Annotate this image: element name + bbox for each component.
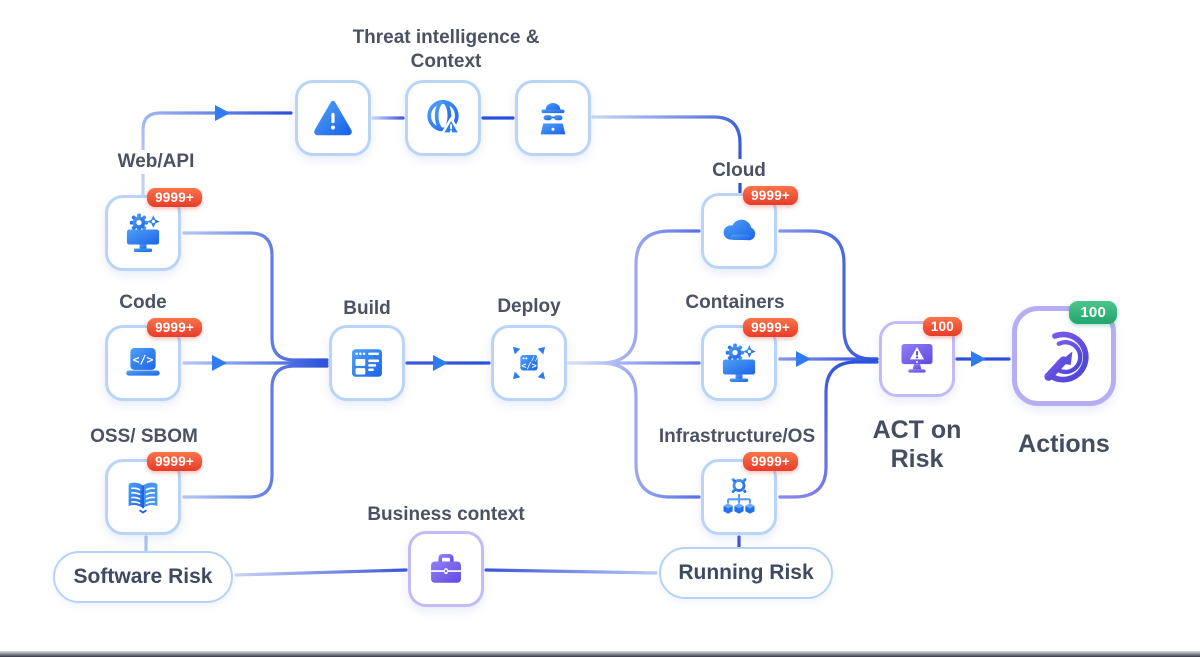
- code-laptop-icon: [120, 340, 166, 386]
- node-label-build: Build: [338, 297, 396, 321]
- node-label-deploy: Deploy: [492, 295, 566, 319]
- node-label-act-on-risk: ACT on Risk: [872, 416, 962, 473]
- bottom-edge-shadow: [0, 651, 1200, 657]
- node-cloud[interactable]: 9999+: [701, 186, 798, 269]
- node-threat-globe[interactable]: [405, 80, 481, 156]
- node-label-cloud: Cloud: [707, 159, 771, 183]
- node-label-infrastructure-os: Infrastructure/OS: [653, 425, 821, 449]
- software-risk-pill[interactable]: Software Risk: [53, 551, 233, 603]
- cloud-icon: [716, 208, 762, 254]
- monitor-alert-icon: [894, 336, 940, 382]
- node-actions[interactable]: 100: [1012, 301, 1117, 406]
- open-book-icon: [120, 474, 166, 520]
- gear-nodes-icon: [716, 474, 762, 520]
- globe-alert-icon: [420, 95, 466, 141]
- node-label-code: Code: [114, 291, 172, 315]
- alert-count-badge: 100: [922, 317, 962, 336]
- node-threat-spy[interactable]: [515, 80, 591, 156]
- node-act-on-risk[interactable]: 100: [879, 317, 962, 397]
- deploy-window-icon: [506, 340, 552, 386]
- browser-window-icon: [344, 340, 390, 386]
- node-label-web-api: Web/API: [112, 150, 200, 174]
- briefcase-icon: [423, 546, 469, 592]
- threat-group-title: Threat intelligence & Context: [301, 26, 591, 74]
- warning-triangle-icon: [310, 95, 356, 141]
- alert-count-badge: 9999+: [743, 452, 798, 471]
- alert-count-badge: 9999+: [147, 452, 202, 471]
- node-label-business-context: Business context: [362, 503, 530, 527]
- software-risk-label: Software Risk: [73, 565, 213, 588]
- alert-count-badge: 9999+: [743, 318, 798, 337]
- node-infrastructure-os[interactable]: 9999+: [701, 452, 798, 535]
- success-count-badge: 100: [1069, 301, 1117, 324]
- alert-count-badge: 9999+: [743, 186, 798, 205]
- node-web-api[interactable]: 9999+: [105, 188, 202, 271]
- hacker-icon: [530, 95, 576, 141]
- running-risk-pill[interactable]: Running Risk: [659, 547, 833, 599]
- node-oss-sbom[interactable]: 9999+: [105, 452, 202, 535]
- node-code[interactable]: 9999+: [105, 318, 202, 401]
- node-deploy[interactable]: [491, 325, 567, 401]
- monitor-gears-icon: [120, 210, 166, 256]
- node-threat-warning[interactable]: [295, 80, 371, 156]
- node-business-context[interactable]: [408, 531, 484, 607]
- node-containers[interactable]: 9999+: [701, 318, 798, 401]
- node-label-oss-sbom: OSS/ SBOM: [85, 425, 203, 449]
- running-risk-label: Running Risk: [678, 561, 814, 584]
- alert-count-badge: 9999+: [147, 188, 202, 207]
- monitor-gears-icon: [716, 340, 762, 386]
- node-label-actions: Actions: [1018, 430, 1110, 458]
- click-circle-icon: [1033, 325, 1095, 387]
- node-build[interactable]: [329, 325, 405, 401]
- node-label-containers: Containers: [680, 291, 790, 315]
- alert-count-badge: 9999+: [147, 318, 202, 337]
